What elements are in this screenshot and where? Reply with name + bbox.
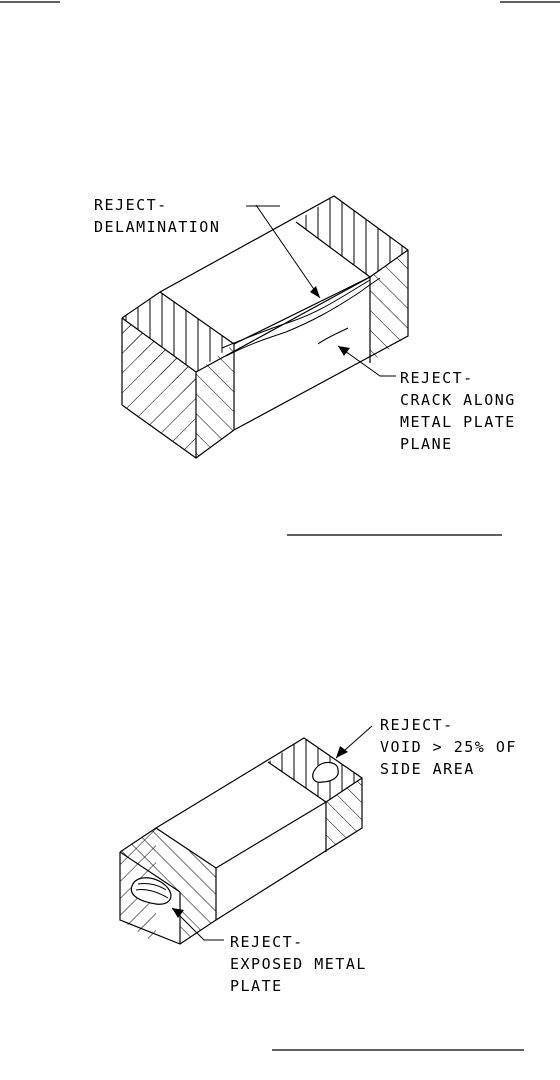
metal-plate-crack (318, 328, 348, 344)
crack-label: REJECT- CRACK ALONG METAL PLATE PLANE (400, 369, 526, 453)
bearing-pad-bottom-figure: REJECT- VOID > 25% OF SIDE AREA REJECT- … (120, 716, 527, 995)
bearing-pad-top-figure: REJECT- DELAMINATION REJECT- CRACK ALONG… (94, 196, 526, 458)
exposed-label: REJECT- EXPOSED METAL PLATE (230, 933, 377, 995)
delamination-label: REJECT- DELAMINATION (94, 196, 220, 236)
void-label: REJECT- VOID > 25% OF SIDE AREA (380, 716, 527, 778)
